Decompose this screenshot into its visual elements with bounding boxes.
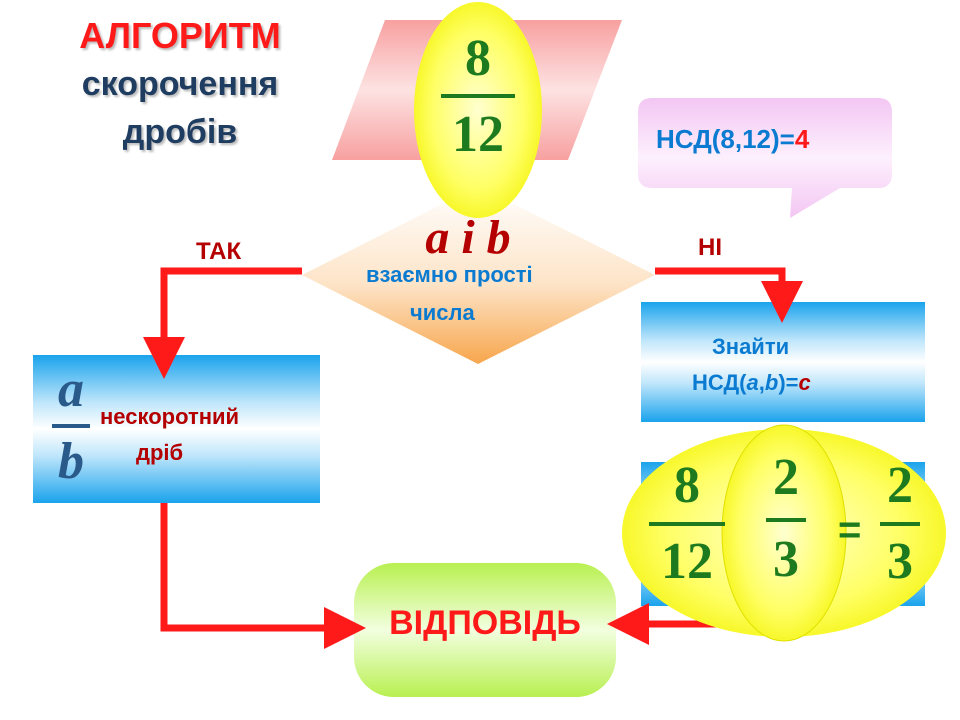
- irreducible-box: [33, 355, 320, 503]
- irreducible-label-2: дріб: [136, 440, 184, 465]
- arrow-left-to-answer: [160, 503, 366, 649]
- gcd-prefix: НСД(8,12)=: [656, 124, 795, 154]
- gcd-bubble-text: НСД(8,12)=4: [656, 124, 809, 155]
- fraction-bar: [649, 522, 725, 526]
- var-b: b: [58, 433, 84, 490]
- fraction-bar: [766, 518, 806, 522]
- divisor-fraction: 2 3: [758, 450, 814, 588]
- algorithm-title: АЛГОРИТМ скорочення дробів: [40, 12, 320, 156]
- result-frac3-denominator: 3: [887, 533, 913, 590]
- irreducible-fraction: a b: [46, 362, 96, 490]
- result-fraction-original: 8 12: [648, 458, 726, 590]
- start-fraction-numerator: 8: [465, 30, 491, 87]
- find-line-1: Знайти: [712, 334, 790, 359]
- arrow-no: [655, 267, 803, 323]
- fraction-bar: [880, 522, 920, 526]
- decision-label-2: числа: [410, 300, 475, 325]
- result-fraction-reduced: 2 3: [872, 458, 928, 590]
- find-var-a: a: [746, 370, 759, 395]
- title-line-1: АЛГОРИТМ: [79, 15, 281, 56]
- find-close: )=: [778, 370, 799, 395]
- equals-sign: =: [838, 508, 862, 552]
- result-frac3-numerator: 2: [887, 457, 913, 514]
- find-gcd-box: [641, 302, 925, 422]
- decision-diamond: [302, 186, 655, 364]
- find-comma: ,: [758, 370, 765, 395]
- answer-box: [354, 563, 616, 697]
- start-fraction-denominator: 12: [452, 106, 504, 163]
- divisor-numerator: 2: [773, 449, 799, 506]
- result-frac1-denominator: 12: [661, 533, 713, 590]
- find-prefix: НСД(: [692, 370, 747, 395]
- fraction-bar: [441, 94, 515, 98]
- result-frac1-numerator: 8: [674, 457, 700, 514]
- answer-label: ВІДПОВІДЬ: [389, 604, 581, 642]
- decision-label-1: взаємно прості: [366, 262, 533, 287]
- title-line-2: скорочення: [81, 65, 279, 103]
- branch-yes-label: ТАК: [196, 238, 242, 265]
- title-line-3: дробів: [122, 113, 238, 151]
- reduced-fraction-ellipse: [721, 424, 847, 642]
- arrow-yes: [143, 267, 302, 379]
- fraction-bar: [52, 424, 90, 428]
- var-a: a: [58, 361, 84, 418]
- divisor-denominator: 3: [773, 531, 799, 588]
- branch-no-label: НІ: [698, 234, 722, 261]
- irreducible-label-1: нескоротний: [100, 404, 240, 429]
- start-fraction: 8 12: [438, 30, 518, 164]
- find-var-c: c: [798, 370, 811, 395]
- start-fraction-ellipse: [414, 2, 542, 218]
- gcd-speech-bubble: [638, 98, 892, 218]
- gcd-value: 4: [794, 124, 810, 154]
- find-var-b: b: [764, 370, 779, 395]
- decision-vars: a і b: [425, 211, 511, 264]
- find-line-2: НСД(a,b)=c: [692, 370, 811, 396]
